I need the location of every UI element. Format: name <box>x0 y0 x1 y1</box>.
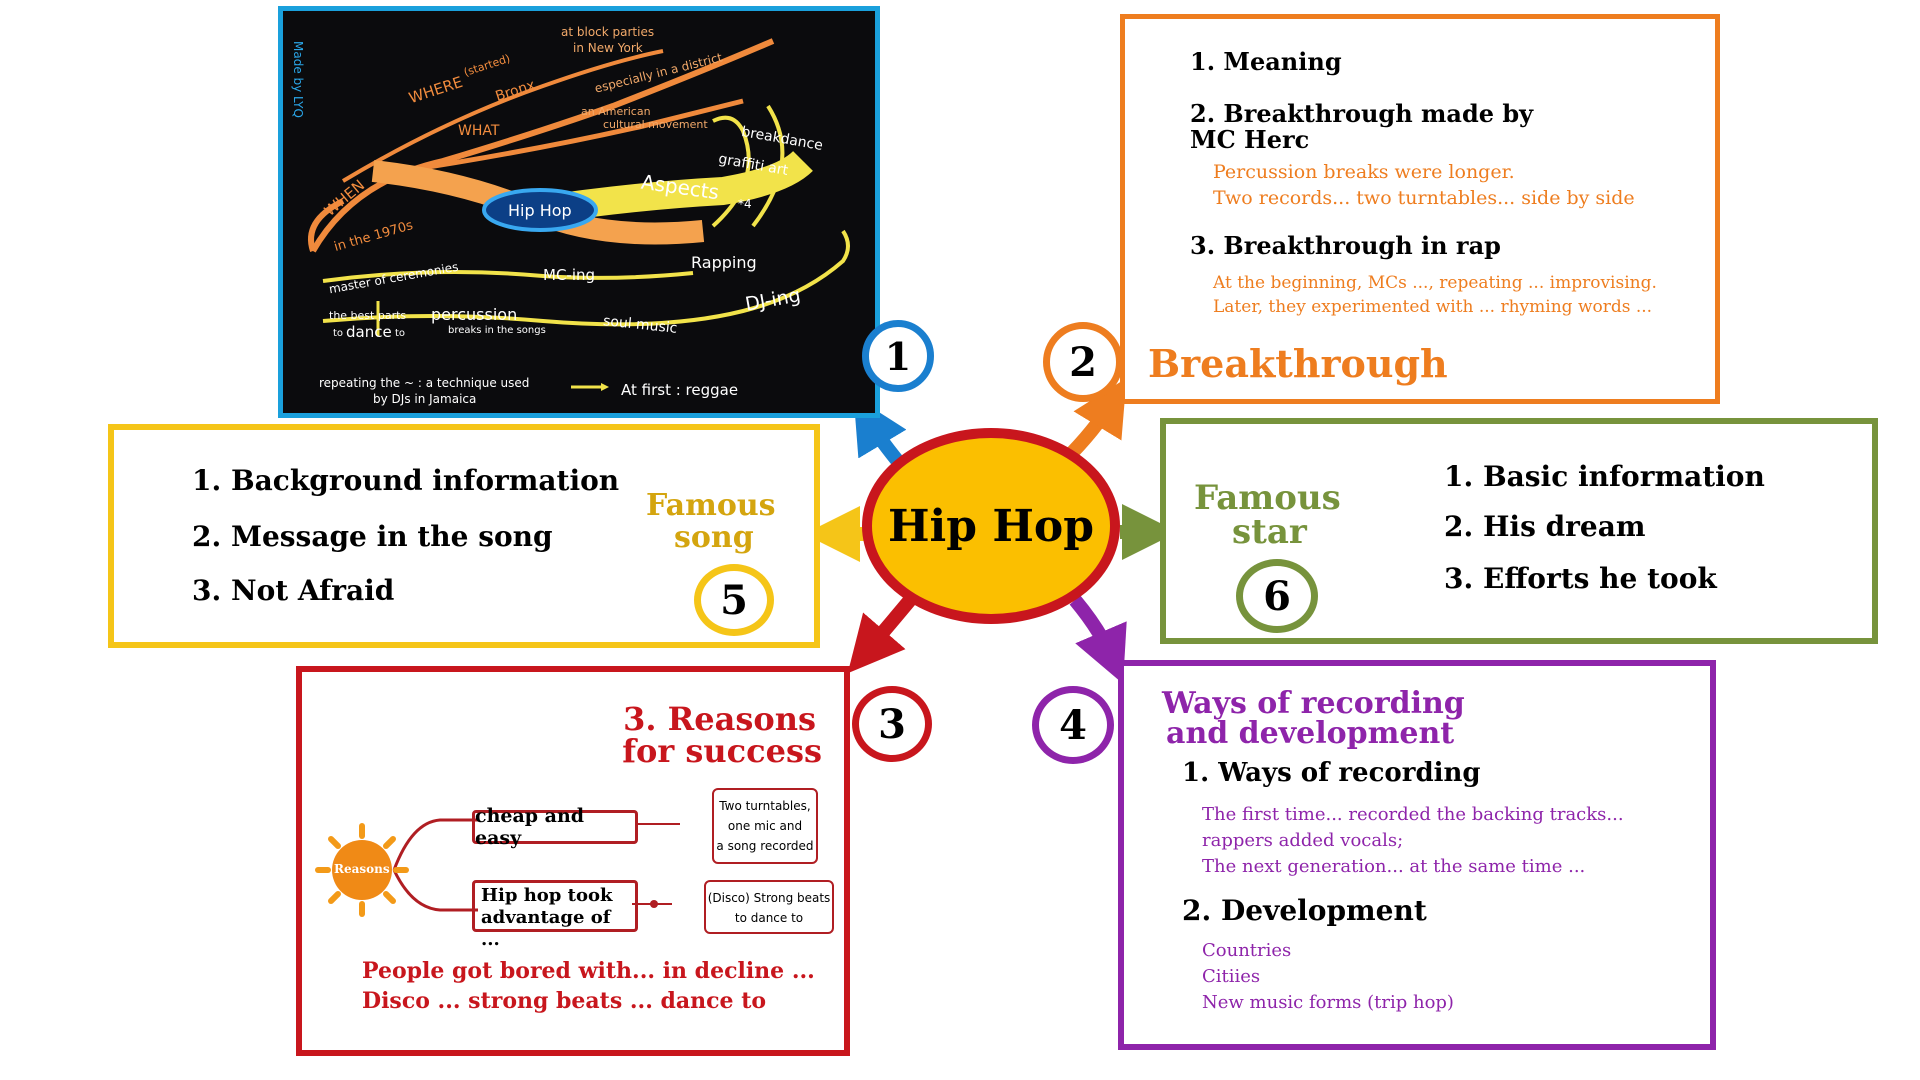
made-by-label: Made by LYQ <box>291 41 305 118</box>
reason-1-detail-b: one mic and <box>727 819 803 833</box>
p4-detail-1c: The next generation... at the same time … <box>1202 856 1586 877</box>
label-best-parts: the best parts <box>329 309 407 322</box>
label-aspects-count: *4 <box>738 197 752 211</box>
reason-1-detail-a: Two turntables, <box>719 799 811 813</box>
center-title: Hip Hop <box>887 500 1095 552</box>
p2-detail-3b: Later, they experimented with ... rhymin… <box>1213 297 1653 317</box>
label-block-parties: at block parties <box>561 25 655 39</box>
reason-2-detail-a: (Disco) Strong beats <box>707 891 831 905</box>
p4-title-a: Ways of recording <box>1162 686 1465 721</box>
label-to-b: to <box>395 328 406 339</box>
number-badge-1: 1 <box>862 320 934 392</box>
p4-detail-1a: The first time... recorded the backing t… <box>1202 804 1624 825</box>
p3-title-b: for success <box>622 732 822 770</box>
panel-1-mindmap: Made by LYQ at block parties in New York… <box>278 6 880 418</box>
p2-item-2a: 2. Breakthrough made by <box>1190 99 1534 128</box>
number-badge-4: 4 <box>1032 686 1114 764</box>
label-dance: dance <box>346 323 392 341</box>
reason-1-label: cheap and easy <box>475 805 585 849</box>
label-rapping: Rapping <box>691 253 757 272</box>
p2-detail-3a: At the beginning, MCs ..., repeating ...… <box>1213 273 1657 293</box>
label-hip-hop-node: Hip Hop <box>508 201 572 220</box>
p6-label-b: star <box>1232 512 1307 552</box>
reasons-connectors <box>392 818 680 912</box>
reason-1-detail-c: a song recorded <box>716 839 814 853</box>
reason-2-label-b: advantage of ... <box>481 907 611 950</box>
reason-2-detail-b: to dance to <box>734 911 804 925</box>
mindmap-branches <box>308 38 850 391</box>
p6-item-3: 3. Efforts he took <box>1444 562 1717 595</box>
label-to-a: to <box>333 328 344 339</box>
reason-2-detail-box: (Disco) Strong beats to dance to <box>704 880 834 934</box>
number-badge-2: 2 <box>1043 322 1123 402</box>
reasons-sun-icon: Reasons <box>314 822 410 918</box>
arrow-to-panel-3 <box>847 595 916 674</box>
p6-item-1: 1. Basic information <box>1444 460 1765 493</box>
p5-label-b: song <box>674 520 754 555</box>
reason-2-box: Hip hop took advantage of ... <box>472 880 638 950</box>
p3-footer-a: People got bored with... in decline ... <box>362 958 815 984</box>
p4-detail-1b: rappers added vocals; <box>1202 830 1404 851</box>
p2-detail-2a: Percussion breaks were longer. <box>1213 161 1515 183</box>
label-breaks: breaks in the songs <box>448 325 546 336</box>
p3-title-a: 3. Reasons <box>623 700 816 738</box>
p5-item-2: 2. Message in the song <box>192 520 553 553</box>
center-node: Hip Hop <box>862 428 1120 624</box>
p3-footer-b: Disco ... strong beats ... dance to <box>362 988 767 1014</box>
p4-item-2: 2. Development <box>1182 894 1427 927</box>
label-percussion: percussion <box>431 305 518 324</box>
arrow-to-panel-4 <box>1069 595 1127 684</box>
panel-2-breakthrough: 1. Meaning 2. Breakthrough made by MC He… <box>1120 14 1720 404</box>
p5-label-a: Famous <box>646 488 776 523</box>
panel-4-recording: Ways of recording and development 1. Way… <box>1118 660 1716 1050</box>
panel-5-famous-song: 1. Background information 2. Message in … <box>108 424 820 648</box>
p6-item-2: 2. His dream <box>1444 510 1646 543</box>
label-what: WHAT <box>458 123 500 139</box>
number-badge-5: 5 <box>694 564 774 636</box>
reason-2-label-a: Hip hop took <box>481 885 613 906</box>
label-mc-ing: MC-ing <box>543 266 596 284</box>
p4-detail-2b: Citiies <box>1202 966 1261 987</box>
label-by-djs: by DJs in Jamaica <box>373 392 477 406</box>
p5-item-3: 3. Not Afraid <box>192 574 395 607</box>
label-cultural: cultural movement <box>603 118 708 131</box>
p5-item-1: 1. Background information <box>192 464 620 497</box>
p2-item-3: 3. Breakthrough in rap <box>1190 231 1501 260</box>
p2-item-1: 1. Meaning <box>1190 47 1342 76</box>
panel-6-famous-star: Famous star 6 1. Basic information 2. Hi… <box>1160 418 1878 644</box>
p4-item-1: 1. Ways of recording <box>1182 758 1481 788</box>
p6-label-a: Famous <box>1194 478 1341 518</box>
p2-item-2b: MC Herc <box>1190 125 1310 154</box>
sun-label: Reasons <box>334 862 390 876</box>
p4-detail-2c: New music forms (trip hop) <box>1202 992 1454 1013</box>
number-badge-3: 3 <box>852 686 932 762</box>
p2-detail-2b: Two records... two turntables... side by… <box>1213 187 1635 209</box>
reason-1-box: cheap and easy <box>472 805 638 849</box>
label-reggae: At first : reggae <box>621 381 739 399</box>
label-american: an American <box>581 105 651 118</box>
label-repeating: repeating the ~ : a technique used <box>319 376 530 390</box>
reason-1-detail-box: Two turntables, one mic and a song recor… <box>712 788 818 864</box>
label-in-new-york: in New York <box>573 41 643 55</box>
p2-title: Breakthrough <box>1148 341 1448 386</box>
number-badge-6: 6 <box>1236 559 1318 633</box>
p4-title-b: and development <box>1166 716 1455 751</box>
panel-3-reasons: 3. Reasons for success Reasons cheap and… <box>296 666 850 1056</box>
p4-detail-2a: Countries <box>1202 940 1292 961</box>
